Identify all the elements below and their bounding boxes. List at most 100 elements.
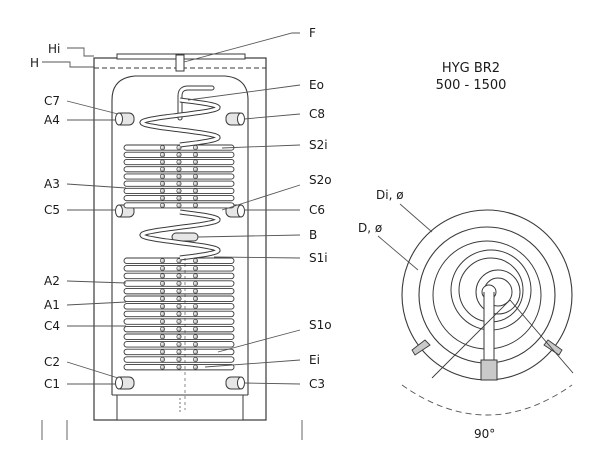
top-view <box>377 203 574 416</box>
coil-joint <box>193 265 199 271</box>
right-labels: F Eo C8 S2i S2o C6 B S1i S1o Ei C3 <box>309 26 332 391</box>
coil-joint <box>193 341 199 347</box>
coil-joint <box>160 288 166 294</box>
port-c3-face <box>237 376 245 390</box>
coil-joint <box>160 319 166 325</box>
left-labels: Hi H C7 A4 A3 C5 A2 A1 C4 C2 C1 <box>30 42 60 391</box>
coil-joint <box>160 349 166 355</box>
label-c3: C3 <box>309 377 325 391</box>
coil-joint <box>160 303 166 309</box>
coil-joint <box>176 357 182 363</box>
lower-coil-s1 <box>123 257 235 371</box>
coil-joint <box>193 188 199 194</box>
coil-joint <box>193 173 199 179</box>
coil-joint <box>193 258 199 264</box>
coil-joint <box>176 288 182 294</box>
coil-joint <box>176 195 182 201</box>
coil-joint <box>193 319 199 325</box>
coil-joint <box>176 152 182 158</box>
top-view-diag-1 <box>431 299 511 379</box>
coil-joint <box>176 349 182 355</box>
label-c8: C8 <box>309 107 325 121</box>
coil-joint <box>160 173 166 179</box>
label-c1: C1 <box>44 377 60 391</box>
leader-d <box>377 235 419 271</box>
coil-joint <box>193 311 199 317</box>
fitting-f <box>175 54 185 72</box>
coil-joint <box>176 281 182 287</box>
coil-joint <box>160 357 166 363</box>
coil-joint <box>176 159 182 165</box>
coil-joint <box>193 334 199 340</box>
coil-joint <box>160 188 166 194</box>
label-c7: C7 <box>44 94 60 108</box>
model-title: HYG BR2 500 - 1500 <box>436 61 507 93</box>
coil-joint <box>160 364 166 370</box>
port-c5-face <box>115 204 123 218</box>
coil-joint <box>193 303 199 309</box>
coil-joint <box>193 145 199 151</box>
coil-joint <box>176 265 182 271</box>
port-c7-a4-face <box>115 112 123 126</box>
label-s2o: S2o <box>309 173 332 187</box>
spiral-tube <box>140 210 220 260</box>
coil-joint <box>160 159 166 165</box>
top-view-labels: Di, ø D, ø 90° <box>358 188 495 441</box>
coil-joint <box>176 273 182 279</box>
coil-joint <box>160 166 166 172</box>
coil-joint <box>193 166 199 172</box>
coil-joint <box>160 334 166 340</box>
coil-joint <box>160 152 166 158</box>
coil-joint <box>193 152 199 158</box>
right-leaders <box>183 32 301 385</box>
label-a4: A4 <box>44 113 60 127</box>
spiral-tube <box>140 98 220 147</box>
coil-joint <box>193 349 199 355</box>
coil-joint <box>176 166 182 172</box>
coil-joint <box>176 319 182 325</box>
coil-joint <box>160 202 166 208</box>
coil-joint <box>160 181 166 187</box>
label-s2i: S2i <box>309 138 328 152</box>
coil-joint <box>176 173 182 179</box>
port-c6-face <box>237 204 245 218</box>
coil-joint <box>176 145 182 151</box>
side-view <box>93 53 267 421</box>
label-c2: C2 <box>44 355 60 369</box>
label-hi: Hi <box>48 42 60 56</box>
coil-joint <box>160 258 166 264</box>
port-c1-face <box>115 376 123 390</box>
label-a3: A3 <box>44 177 60 191</box>
label-d: D, ø <box>358 221 382 235</box>
coil-joint <box>193 288 199 294</box>
coil-joint <box>176 258 182 264</box>
label-f: F <box>309 26 316 40</box>
title-model: HYG BR2 <box>442 61 500 76</box>
connecting-spiral <box>139 97 221 261</box>
coil-joint <box>193 195 199 201</box>
left-leaders <box>41 47 303 440</box>
coil-joint <box>160 281 166 287</box>
leader-di <box>399 203 433 233</box>
top-view-lug-right <box>543 339 563 356</box>
coil-joint <box>193 364 199 370</box>
coil-joint <box>176 334 182 340</box>
top-view-lug-left <box>411 339 431 356</box>
coil-joint <box>176 364 182 370</box>
coil-joint <box>176 181 182 187</box>
inner-vessel <box>111 75 249 395</box>
port-c8-face <box>237 112 245 126</box>
angle-arc-90 <box>401 384 573 416</box>
label-angle: 90° <box>474 427 495 441</box>
label-s1i: S1i <box>309 251 328 265</box>
coil-joint <box>176 202 182 208</box>
label-di: Di, ø <box>376 188 404 202</box>
coil-joint <box>176 296 182 302</box>
top-view-pipe-end <box>480 359 498 381</box>
coil-joint <box>193 296 199 302</box>
coil-joint <box>160 273 166 279</box>
coil-joint <box>176 303 182 309</box>
coil-joint <box>160 326 166 332</box>
coil-joint <box>193 326 199 332</box>
